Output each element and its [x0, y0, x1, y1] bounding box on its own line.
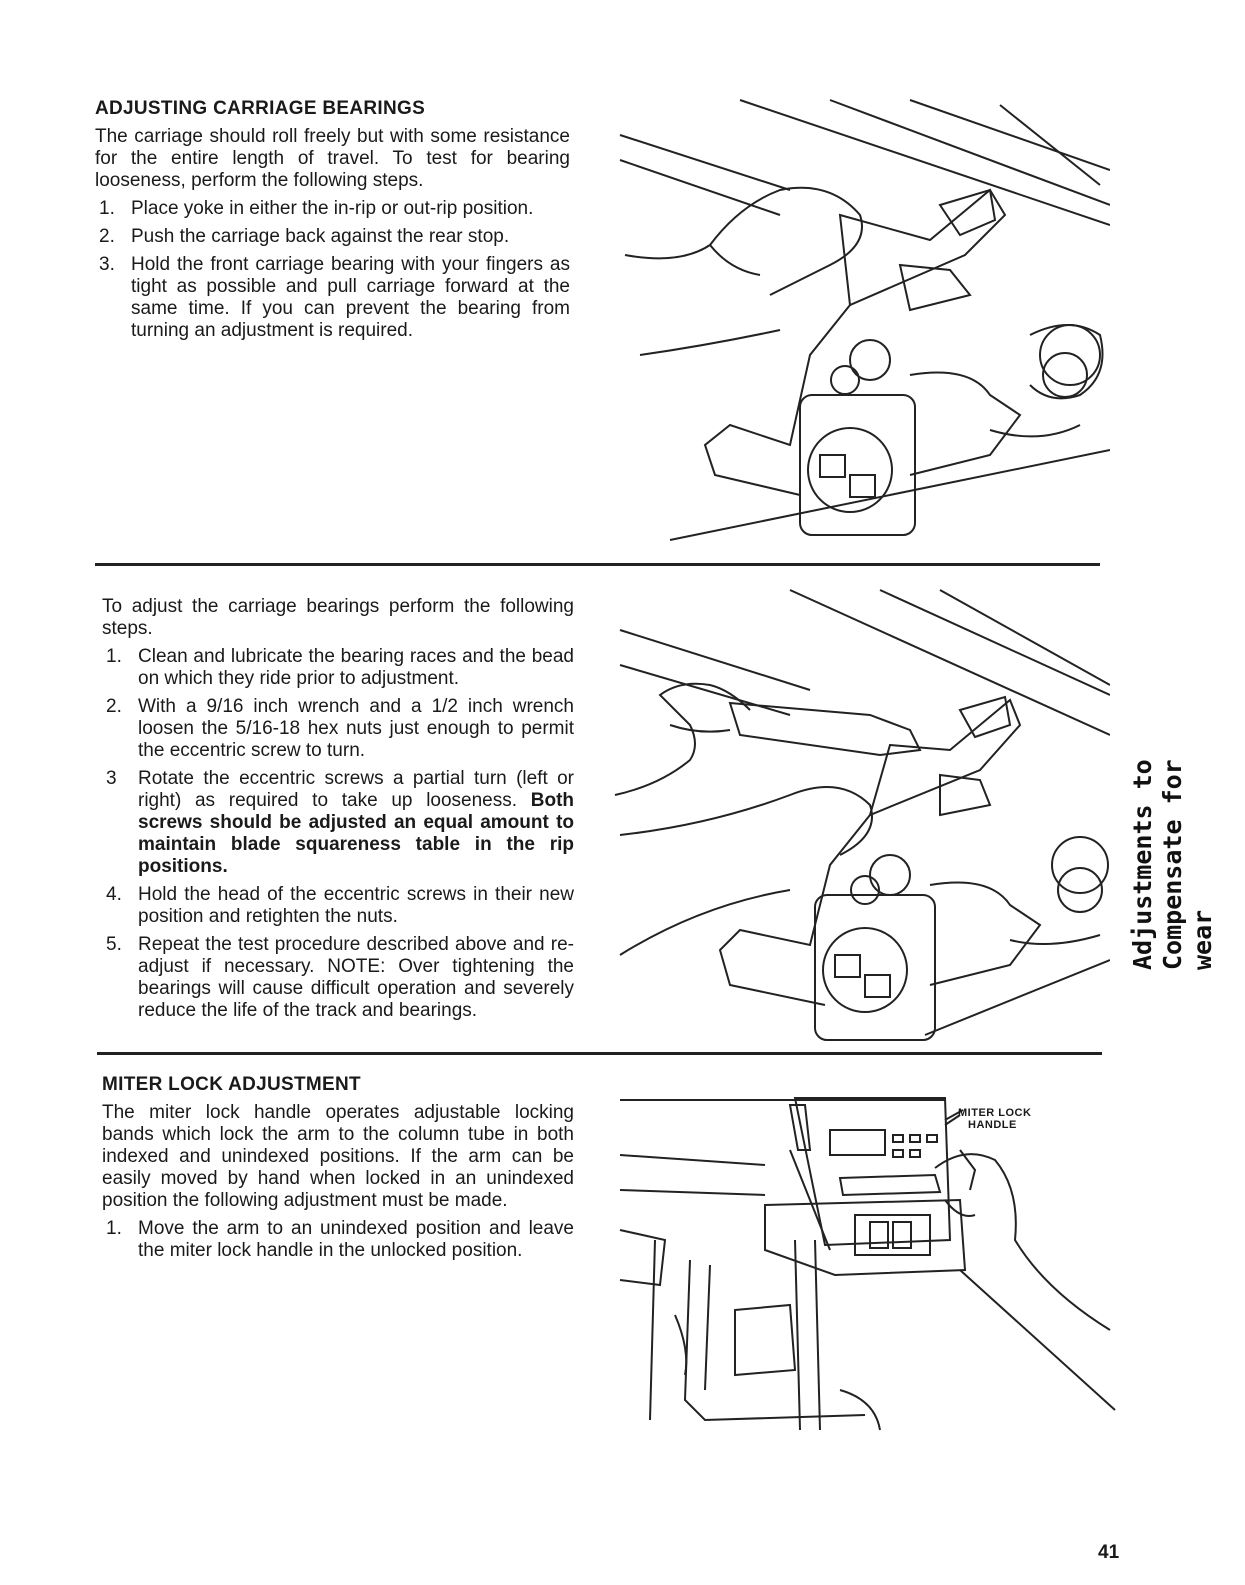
- list-item: 3 Rotate the eccentric screws a partial t…: [102, 768, 574, 878]
- illustration-miter-lock-handle: [615, 1090, 1120, 1435]
- section-divider: [95, 563, 1100, 566]
- step-text: Rotate the eccentric screws a partial tu…: [138, 768, 574, 811]
- step-number: 2.: [99, 226, 115, 247]
- step-list: 1. Place yoke in either the in-rip or out…: [95, 198, 570, 342]
- step-number: 3.: [99, 254, 115, 275]
- illustration-wrench-adjustment: [610, 585, 1110, 1045]
- intro-paragraph: The carriage should roll freely but with…: [95, 126, 570, 191]
- section-divider: [97, 1052, 1102, 1055]
- list-item: 1. Move the arm to an unindexed position …: [102, 1218, 574, 1262]
- list-item: 1. Clean and lubricate the bearing races …: [102, 646, 574, 690]
- list-item: 2. Push the carriage back against the rea…: [95, 226, 570, 248]
- step-text: Place yoke in either the in-rip or out-r…: [131, 198, 534, 219]
- step-number: 5.: [106, 934, 122, 955]
- side-tab: Adjustments to Compensate for wear: [1128, 758, 1217, 970]
- section-miter-lock-adjustment: MITER LOCK ADJUSTMENT The miter lock han…: [102, 1074, 574, 1268]
- list-item: 1. Place yoke in either the in-rip or out…: [95, 198, 570, 220]
- illustration-carriage-bearing-test: [610, 95, 1110, 550]
- step-text: Push the carriage back against the rear …: [131, 226, 510, 247]
- step-list: 1. Clean and lubricate the bearing races …: [102, 646, 574, 1022]
- step-text: Hold the front carriage bearing with you…: [131, 254, 570, 341]
- section-adjusting-carriage-bearings: ADJUSTING CARRIAGE BEARINGS The carriage…: [95, 98, 570, 348]
- page-number: 41: [1098, 1542, 1120, 1563]
- step-text: Hold the head of the eccentric screws in…: [138, 884, 574, 927]
- step-emphasis: Both screws should be adjusted an equal …: [138, 790, 575, 877]
- step-text: Clean and lubricate the bearing races an…: [138, 646, 574, 689]
- list-item: 5. Repeat the test procedure described ab…: [102, 934, 574, 1022]
- callout-line: MITER LOCK: [958, 1107, 1032, 1119]
- list-item: 4. Hold the head of the eccentric screws …: [102, 884, 574, 928]
- step-text: Repeat the test procedure described abov…: [138, 934, 574, 1021]
- step-number: 4.: [106, 884, 122, 905]
- list-item: 3. Hold the front carriage bearing with y…: [95, 254, 570, 342]
- intro-paragraph: The miter lock handle operates adjustabl…: [102, 1102, 574, 1211]
- step-text: With a 9/16 inch wrench and a 1/2 inch w…: [138, 696, 574, 761]
- callout-line: HANDLE: [968, 1119, 1017, 1131]
- side-tab-line: Compensate for wear: [1158, 759, 1217, 970]
- step-list: 1. Move the arm to an unindexed position …: [102, 1218, 574, 1262]
- section-adjust-procedure: To adjust the carriage bearings perform …: [102, 596, 574, 1028]
- intro-paragraph: To adjust the carriage bearings perform …: [102, 596, 574, 639]
- step-number: 1.: [106, 1218, 122, 1239]
- list-item: 2. With a 9/16 inch wrench and a 1/2 inch…: [102, 696, 574, 762]
- miter-lock-handle-callout: MITER LOCK HANDLE: [958, 1107, 1031, 1131]
- step-number: 1.: [106, 646, 122, 667]
- step-text: Move the arm to an unindexed position an…: [138, 1218, 574, 1261]
- step-number: 3: [106, 768, 117, 789]
- section-heading: ADJUSTING CARRIAGE BEARINGS: [95, 98, 426, 119]
- step-number: 1.: [99, 198, 115, 219]
- side-tab-text: Adjustments to Compensate for wear: [1128, 758, 1217, 970]
- step-number: 2.: [106, 696, 122, 717]
- section-heading: MITER LOCK ADJUSTMENT: [102, 1074, 361, 1095]
- side-tab-line: Adjustments to: [1128, 759, 1157, 970]
